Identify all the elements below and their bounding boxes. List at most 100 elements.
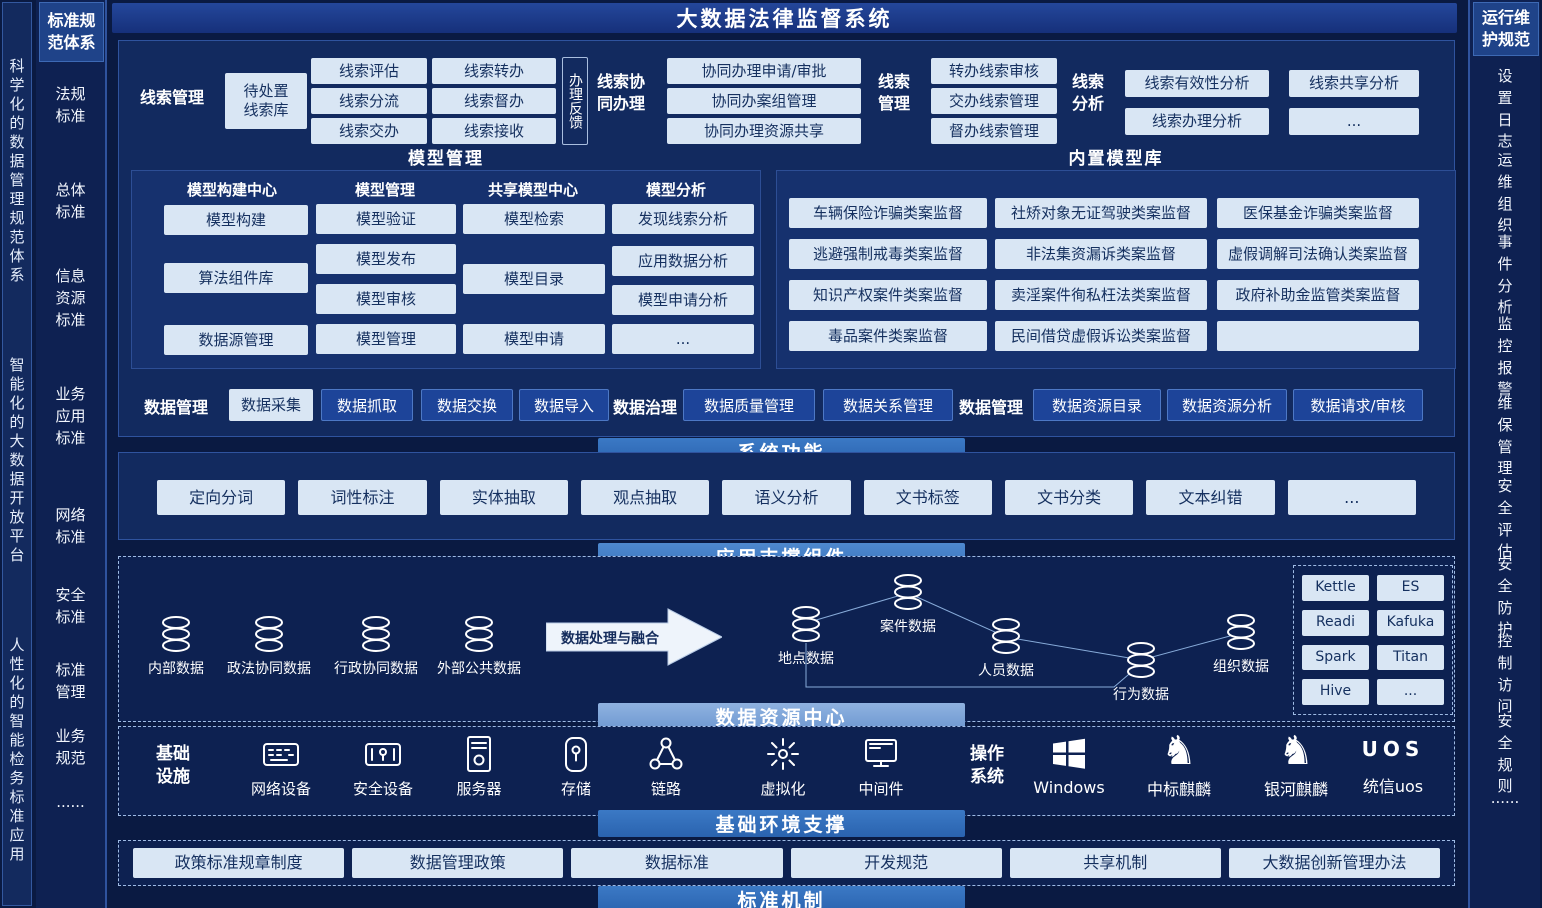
model-verify-box: 模型验证 xyxy=(316,204,456,234)
share-mechanism-box: 共享机制 xyxy=(1009,848,1221,878)
ops-item-event-analysis: 事件分析 xyxy=(1497,233,1513,317)
model-search-box: 模型检索 xyxy=(463,204,605,234)
system-functions-row: 定向分词 词性标注 实体抽取 观点抽取 语义分析 文书标签 文书分类 文本纠错 … xyxy=(157,480,1416,515)
case-data-node: 案件数据 xyxy=(863,573,953,636)
collab-group-box: 协同办案组管理 xyxy=(667,88,861,114)
data-collect-box: 数据采集 xyxy=(229,389,313,421)
data-mgmt-label: 数据管理 xyxy=(143,398,208,417)
uos-group: UOS 统信uos xyxy=(1343,737,1443,797)
judicial-collab-data-source: 政法协同数据 xyxy=(224,615,314,678)
core-functions-panel: 线索管理 待处置线索库 线索评估 线索分流 线索交办 线索转办 线索督办 线索接… xyxy=(118,40,1456,437)
security-device-icon xyxy=(365,743,401,766)
ops-item-more: ...... xyxy=(1490,789,1520,807)
ops-item-monitor-alarm: 监控报警 xyxy=(1497,315,1513,399)
data-request-box: 数据请求/审核 xyxy=(1293,389,1423,421)
source-label: 外部公共数据 xyxy=(437,661,521,677)
clue-mgmt2-label: 线索管理 xyxy=(877,72,910,113)
behavior-data-node: 行为数据 xyxy=(1096,641,1186,704)
data-import-box: 数据导入 xyxy=(519,389,609,421)
model-manage-header: 模型管理 xyxy=(354,181,415,199)
database-icon xyxy=(894,574,922,610)
public-data-source: 外部公共数据 xyxy=(434,615,524,678)
device-label: 存储 xyxy=(560,780,591,798)
os-name-label: 中标麒麟 xyxy=(1146,780,1211,799)
data-catalog-box: 数据资源目录 xyxy=(1033,389,1161,421)
tech-titan-box: Titan xyxy=(1377,644,1444,671)
source-label: 行政协同数据 xyxy=(334,661,418,677)
model-mgmt-title: 模型管理 xyxy=(408,149,484,169)
storage-icon xyxy=(565,737,587,772)
pending-clue-pool-box: 待处置线索库 xyxy=(225,73,307,129)
data-quality-box: 数据质量管理 xyxy=(683,389,815,421)
ops-item-maintenance: 维保管理 xyxy=(1497,394,1513,478)
clue-analysis-label: 线索分析 xyxy=(1071,72,1104,113)
database-icon xyxy=(465,616,493,652)
target-label: 案件数据 xyxy=(880,619,936,635)
handle-feedback-box: 办理反馈 xyxy=(562,57,588,145)
dev-spec-box: 开发规范 xyxy=(790,848,1002,878)
data-process-arrow: 数据处理与融合 xyxy=(545,607,724,667)
database-icon xyxy=(792,606,820,642)
target-label: 人员数据 xyxy=(978,663,1034,679)
org-data-node: 组织数据 xyxy=(1196,613,1286,676)
principle-scientific: 科学化的数据管理规范体系 xyxy=(7,58,26,286)
link-group: 链路 xyxy=(616,735,716,799)
builtin-model-box: 民间借贷虚假诉讼类案监督 xyxy=(995,321,1207,351)
database-icon xyxy=(162,616,190,652)
middleware-icon xyxy=(865,739,897,767)
clue-supervise-box: 线索督办 xyxy=(432,88,556,114)
builtin-models-panel: 车辆保险诈骗类案监督 社矫对象无证驾驶类案监督 医保基金诈骗类案监督 逃避强制戒… xyxy=(776,170,1456,369)
model-catalog-box: 模型目录 xyxy=(463,264,605,294)
device-label: 链路 xyxy=(650,780,681,798)
os-label: 操作系统 xyxy=(970,744,1004,787)
standards-sidebar: 标准规范体系 法规标准 总体标准 信息资源标准 业务应用标准 网络标准 安全标准… xyxy=(36,0,107,908)
ops-item-log-setting: 设置日志 xyxy=(1497,67,1513,151)
data-resource-analysis-box: 数据资源分析 xyxy=(1167,389,1287,421)
virtualization-group: 虚拟化 xyxy=(733,735,833,799)
kylin-horse-icon: ♞ xyxy=(1161,728,1197,774)
network-device-group: 网络设备 xyxy=(231,735,331,799)
windows-group: Windows xyxy=(1019,735,1119,797)
clue-assign-box: 线索交办 xyxy=(311,118,427,144)
model-publish-box: 模型发布 xyxy=(316,244,456,274)
data-link-lines xyxy=(805,592,1242,688)
sidebar-item-law-standard: 法规标准 xyxy=(55,85,86,125)
model-manage-box: 模型管理 xyxy=(316,324,456,354)
os-name-label: 银河麒麟 xyxy=(1263,780,1328,799)
infrastructure-label: 基础设施 xyxy=(156,744,190,787)
tech-hive-box: Hive xyxy=(1302,679,1369,705)
clue-evaluate-box: 线索评估 xyxy=(311,58,427,84)
system-functions-panel: 定向分词 词性标注 实体抽取 观点抽取 语义分析 文书标签 文书分类 文本纠错 … xyxy=(118,452,1455,540)
builtin-model-box: 政府补助金监管类案监督 xyxy=(1217,280,1419,310)
windows-logo-icon xyxy=(1052,737,1086,770)
policy-panel: 政策标准规章制度 数据管理政策 数据标准 开发规范 共享机制 大数据创新管理办法 xyxy=(118,840,1455,886)
server-icon xyxy=(467,736,491,772)
device-label: 虚拟化 xyxy=(760,780,806,798)
clue-management-label: 线索管理 xyxy=(139,88,204,107)
builtin-model-box: 车辆保险诈骗类案监督 xyxy=(789,198,987,228)
found-clue-analysis-box: 发现线索分析 xyxy=(612,204,754,234)
arrow-shape xyxy=(545,608,724,666)
network-device-icon xyxy=(263,743,299,766)
standards-sidebar-header: 标准规范体系 xyxy=(39,2,104,62)
clue-transfer-box: 线索转办 xyxy=(432,58,556,84)
policy-regulation-box: 政策标准规章制度 xyxy=(133,848,345,878)
shared-model-center-header: 共享模型中心 xyxy=(487,181,578,199)
source-label: 政法协同数据 xyxy=(227,661,311,677)
device-label: 网络设备 xyxy=(250,780,311,798)
ops-item-security-assess: 安全评估 xyxy=(1497,477,1513,561)
page-title: 大数据法律监督系统 xyxy=(112,3,1457,33)
bigdata-innovation-box: 大数据创新管理办法 xyxy=(1228,848,1441,878)
ops-item-access-control: 控制访问 xyxy=(1497,632,1513,716)
source-label: 内部数据 xyxy=(148,661,204,677)
sysfunc-entity-extract-box: 实体抽取 xyxy=(439,480,568,515)
ops-item-security-rule: 安全规则 xyxy=(1497,712,1513,796)
data-mgmt2-label: 数据管理 xyxy=(958,398,1023,417)
database-icon xyxy=(1127,642,1155,678)
transfer-review-box: 转办线索审核 xyxy=(931,58,1057,84)
data-governance-label: 数据治理 xyxy=(612,398,677,417)
tech-spark-box: Spark xyxy=(1302,644,1369,671)
tech-readi-box: Readi xyxy=(1302,609,1369,636)
sysfunc-word-segment-box: 定向分词 xyxy=(157,480,286,515)
app-support-panel: 内部数据 政法协同数据 行政协同数据 外部公共数据 数据处理与融合 地点数据 案… xyxy=(118,556,1455,722)
